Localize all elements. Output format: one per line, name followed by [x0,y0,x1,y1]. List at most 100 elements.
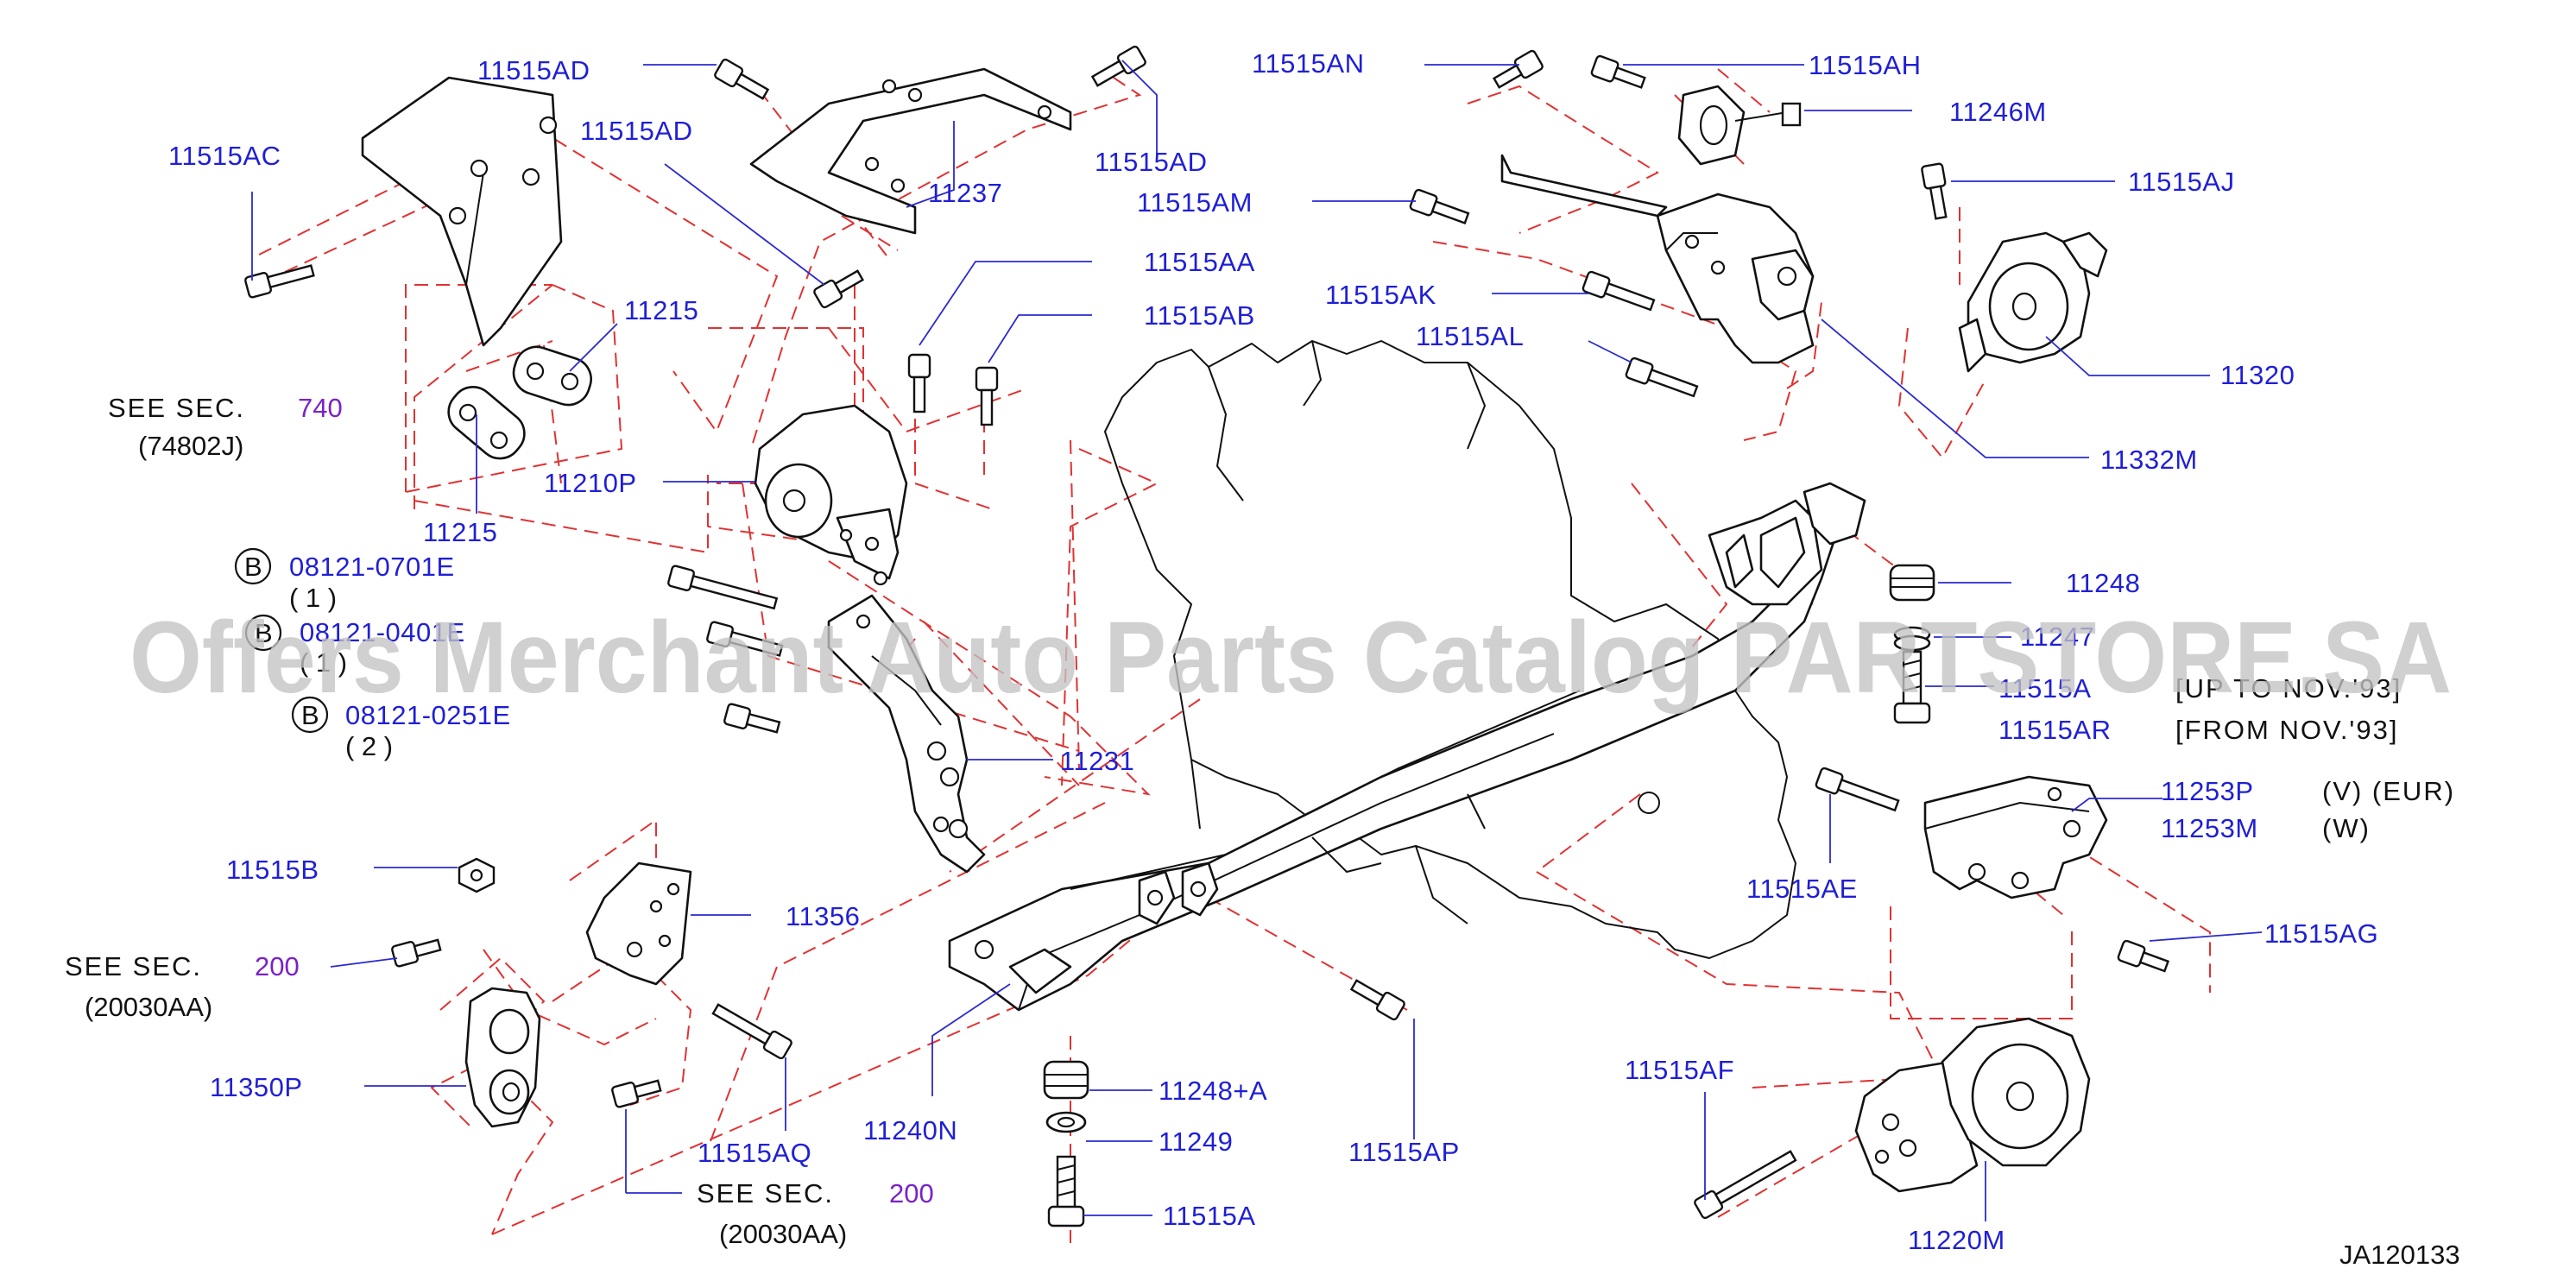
label-11320[interactable]: 11320 [2220,360,2295,390]
rod-11246m [1677,85,1802,166]
label-11249[interactable]: 11249 [1159,1126,1233,1157]
label-11246m[interactable]: 11246M [1949,97,2047,127]
label-11515a-lower[interactable]: 11515A [1163,1201,1256,1231]
label-11240n[interactable]: 11240N [863,1115,957,1145]
bolt-11515am [1409,188,1470,224]
mount-11220m [1854,1017,2091,1193]
diagram-code: JA120133 [2339,1240,2460,1270]
bolt-11515ae [1815,767,1900,812]
bolt-08121-0701e [667,565,779,610]
bolt-08121-0251e [723,703,781,734]
mount-11210p [754,404,908,586]
label-11515aa[interactable]: 11515AA [1144,247,1255,277]
label-11350p[interactable]: 11350P [210,1072,303,1102]
bolt-11515ap [1349,979,1405,1021]
label-11515an[interactable]: 11515AN [1252,48,1364,79]
label-11248a[interactable]: 11248+A [1159,1076,1267,1106]
label-11515aq[interactable]: 11515AQ [698,1138,811,1168]
bracket-sec-740 [361,76,563,347]
mount-11320 [1958,231,2108,373]
label-11215-a[interactable]: 11215 [624,295,698,325]
label-11515ad-right[interactable]: 11515AD [1095,147,1207,177]
see-sec-200a-sub: (20030AA) [85,992,212,1022]
badge-b-3 [291,696,329,734]
insulator-stack-11248 [1889,564,1935,724]
section-references: SEE SEC. 740 (74802J) SEE SEC. 200 (2003… [65,393,2460,1270]
label-11253p[interactable]: 11253P [2161,776,2254,806]
label-11515a-upper[interactable]: 11515A [1998,673,2092,704]
label-11515al[interactable]: 11515AL [1416,321,1524,351]
part-labels: 11515AD 11515AD 11515AD 11515AC 11237 11… [168,48,2378,1255]
see-sec-740-sub: (74802J) [138,431,243,461]
label-11515ar[interactable]: 11515AR [1998,715,2111,745]
label-11332m[interactable]: 11332M [2100,445,2198,475]
see-sec-200a-prefix: SEE SEC. [65,951,202,981]
bolt-references: B 08121-0701E ( 1 ) B 08121-0401E ( 1 ) … [234,547,511,761]
bolt-code-0401e[interactable]: 08121-0401E [300,617,465,647]
bolt-qty-0251e: ( 2 ) [345,731,393,761]
bolt-11515ab [975,366,999,426]
label-11210p[interactable]: 11210P [544,468,637,498]
crossmember-11240n [948,482,1866,1012]
label-11515ap[interactable]: 11515AP [1348,1137,1460,1167]
bolt-qty-0401e: ( 1 ) [300,647,347,678]
label-11515ac[interactable]: 11515AC [168,141,281,171]
bolt-11515ak [1582,270,1656,312]
bracket-11253p [1923,775,2108,899]
bolt-11515ac [244,264,315,299]
label-11515am[interactable]: 11515AM [1137,187,1253,218]
bolt-11515al [1625,357,1699,398]
mount-11350p [464,987,541,1128]
label-11215-b[interactable]: 11215 [423,517,497,547]
bolt-code-0701e[interactable]: 08121-0701E [289,552,455,582]
label-11220m[interactable]: 11220M [1908,1225,2005,1255]
note-v-eur: (V) (EUR) [2322,776,2455,806]
note-up-to-nov-93: [UP TO NOV.'93] [2175,673,2402,704]
label-11237[interactable]: 11237 [928,178,1002,208]
label-11356[interactable]: 11356 [786,901,860,931]
bolt-08121-0401e [706,621,784,657]
see-sec-200b-prefix: SEE SEC. [697,1178,834,1208]
label-11515af[interactable]: 11515AF [1625,1055,1734,1085]
bolt-11515aj [1921,162,1948,220]
bracket-11332m [1500,154,1815,364]
label-11515aj[interactable]: 11515AJ [2128,167,2235,197]
label-11515ab[interactable]: 11515AB [1144,300,1255,331]
label-11515ad-mid[interactable]: 11515AD [580,116,692,146]
badge-b-1 [234,547,272,585]
see-sec-200a-number[interactable]: 200 [255,951,300,981]
see-sec-200b-number[interactable]: 200 [889,1178,934,1208]
see-sec-740-prefix: SEE SEC. [108,393,245,423]
bracket-11237 [749,67,1072,235]
fastener-bolts [244,45,2170,1220]
label-11515ad-top[interactable]: 11515AD [477,55,590,85]
badge-b-2 [244,614,282,652]
watermark-text: Offers Merchant Auto Parts Catalog PARTS… [129,601,2452,715]
bracket-11231 [827,594,986,874]
bolt-11515ag [2117,939,2170,973]
badge-b-2-letter: B [255,618,273,648]
label-11515ag[interactable]: 11515AG [2264,918,2378,949]
label-11248[interactable]: 11248 [2066,568,2140,598]
label-11247[interactable]: 11247 [2020,622,2094,652]
plate-11215 [447,345,592,460]
label-11515b[interactable]: 11515B [226,855,319,885]
insulator-stack-11248a [1043,1060,1089,1227]
label-11515ah[interactable]: 11515AH [1809,50,1921,80]
leader-lines [251,60,2263,1221]
see-sec-200b-sub: (20030AA) [719,1219,847,1249]
bolt-sec-200-lower [611,1079,662,1108]
assembly-guide-lines [258,68,2211,1243]
bolt-qty-0701e: ( 1 ) [289,583,337,613]
see-sec-740-number[interactable]: 740 [298,393,343,423]
label-11253m[interactable]: 11253M [2161,813,2258,843]
label-11515ak[interactable]: 11515AK [1325,280,1436,310]
bolt-code-0251e[interactable]: 08121-0251E [345,700,511,730]
note-w: (W) [2322,813,2371,843]
bolt-sec-200-upper [391,938,442,968]
label-11515ae[interactable]: 11515AE [1746,874,1858,904]
label-11231[interactable]: 11231 [1060,746,1134,776]
bolt-11515aq [711,1003,792,1060]
note-from-nov-93: [FROM NOV.'93] [2175,715,2398,745]
